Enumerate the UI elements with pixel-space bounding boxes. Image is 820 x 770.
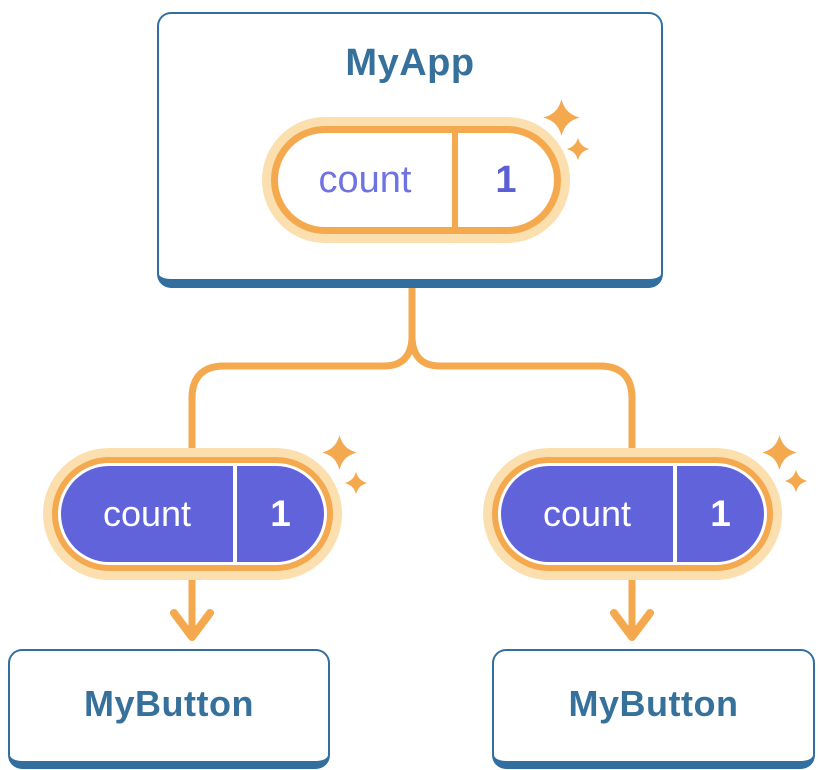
arrow-down-icon [170,609,214,641]
state-capsule: count 1 [501,466,764,562]
state-name: count [542,493,632,534]
state-value: 1 [233,466,324,562]
component-node-mybutton-left: MyButton [8,649,330,769]
connector-right-branch [408,288,636,634]
state-pill-root: count 1 [271,126,561,234]
state-value: 1 [673,466,764,562]
state-capsule: count 1 [61,466,324,562]
component-title: MyApp [345,42,475,84]
component-node-mybutton-right: MyButton [492,649,815,769]
component-title: MyButton [84,683,254,724]
state-pill-left-child: count 1 [52,457,333,571]
arrow-down-icon [610,609,654,641]
component-title: MyButton [568,683,739,724]
sparkle-icon [543,99,580,136]
state-name: count [102,493,192,534]
sparkle-icon [566,137,590,161]
state-value: 1 [452,133,554,227]
sparkle-icon [322,435,357,470]
sparkle-icon [344,471,368,495]
state-name: count [318,158,412,201]
sparkle-icon [784,469,808,493]
state-pill-right-child: count 1 [492,457,773,571]
sparkle-icon [762,435,797,470]
